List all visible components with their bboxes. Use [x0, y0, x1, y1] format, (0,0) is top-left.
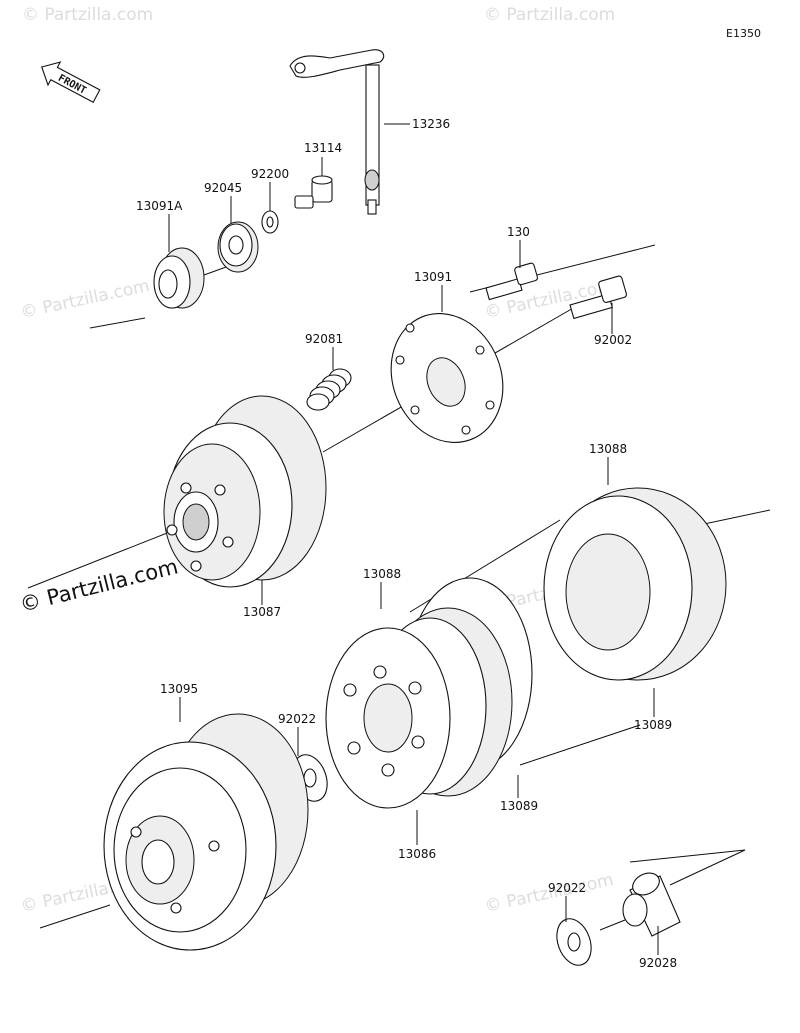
leader-lines	[168, 123, 659, 955]
washer-92022-lower	[556, 918, 592, 966]
watermark-top-left: © Partzilla.com	[22, 5, 153, 25]
pressure-plate-13091	[390, 312, 504, 444]
spring-92081	[306, 368, 352, 411]
label-92022-upper[interactable]: 92022	[278, 712, 316, 726]
clutch-plate-13086	[325, 627, 451, 809]
cup-13091A	[153, 247, 205, 309]
label-13087[interactable]: 13087	[243, 605, 281, 619]
washer-92200	[261, 210, 279, 234]
clutch-hub-13087	[163, 395, 327, 588]
label-92002[interactable]: 92002	[594, 333, 632, 347]
friction-plate-13088-back	[543, 487, 727, 681]
push-rod-lever	[289, 49, 385, 215]
diagram-code: E1350	[726, 27, 761, 40]
label-13089-mid[interactable]: 13089	[500, 799, 538, 813]
bolt-130	[485, 262, 539, 301]
front-arrow-icon: FRONT	[41, 61, 101, 104]
label-13088-back[interactable]: 13088	[589, 442, 627, 456]
label-92022-lower[interactable]: 92022	[548, 881, 586, 895]
watermark-left-mid: © Partzilla.com	[19, 276, 151, 323]
part-labels: 13236 13114 92200 92045 13091A 130 13091…	[136, 117, 677, 970]
label-13086[interactable]: 13086	[398, 847, 436, 861]
label-13114[interactable]: 13114	[304, 141, 342, 155]
clutch-housing-13095	[103, 713, 309, 951]
label-92200[interactable]: 92200	[251, 167, 289, 181]
pin-13114	[294, 175, 333, 209]
bearing-92045	[217, 221, 259, 273]
label-130[interactable]: 130	[507, 225, 530, 239]
partzilla-watermark-main: © Partzilla.com	[17, 554, 180, 616]
label-92045[interactable]: 92045	[204, 181, 242, 195]
label-92028[interactable]: 92028	[639, 956, 677, 970]
label-13091A[interactable]: 13091A	[136, 199, 183, 213]
label-13091[interactable]: 13091	[414, 270, 452, 284]
axis-lines	[27, 244, 771, 931]
label-13088-front[interactable]: 13088	[363, 567, 401, 581]
label-92081[interactable]: 92081	[305, 332, 343, 346]
label-13089-right[interactable]: 13089	[634, 718, 672, 732]
label-13236[interactable]: 13236	[412, 117, 450, 131]
bolt-92002	[569, 275, 627, 320]
label-13095[interactable]: 13095	[160, 682, 198, 696]
watermark-top-right: © Partzilla.com	[484, 5, 615, 25]
collar-92028	[622, 872, 681, 937]
